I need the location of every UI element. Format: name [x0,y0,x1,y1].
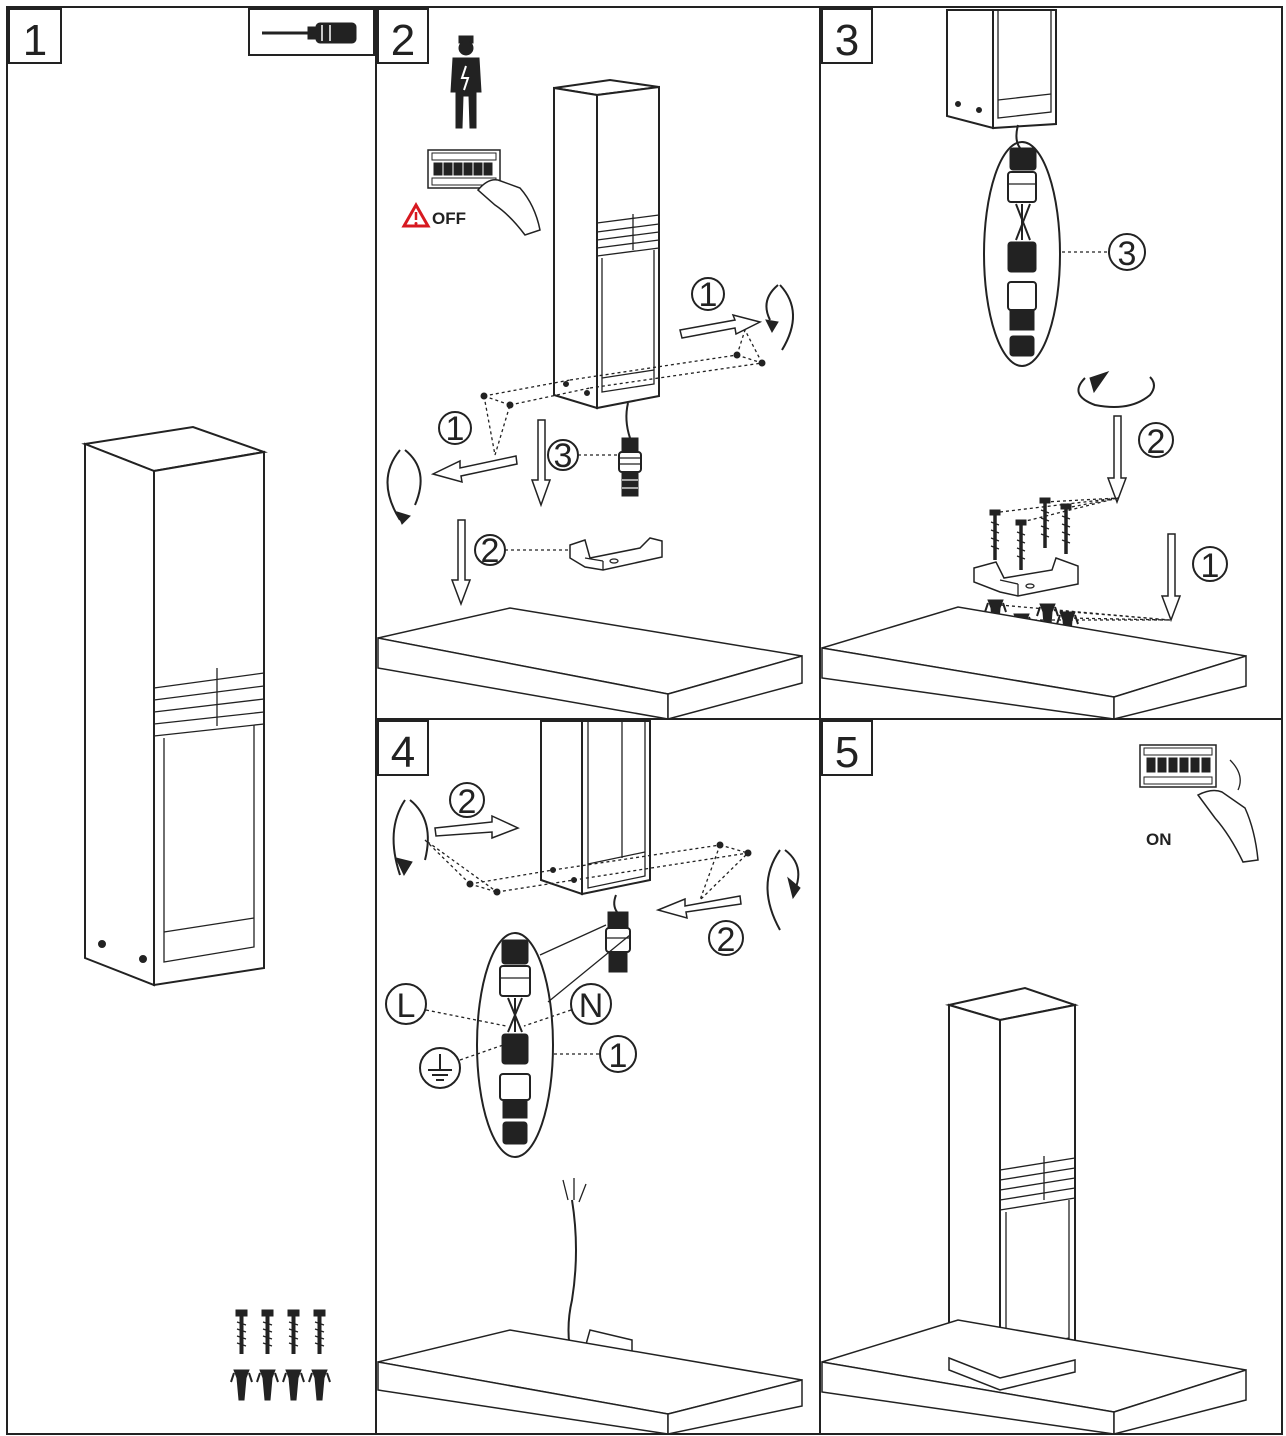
bracket-screws [989,497,1119,570]
warning-off-label: OFF [432,209,466,228]
svg-text:3: 3 [554,437,573,475]
lamp-post [81,425,268,987]
ground-surface-panel4 [377,1329,803,1435]
screw-paths-panel4 [424,839,752,901]
arrow-down-plugs [1160,533,1182,623]
mounting-bracket [569,537,663,571]
callout-1-panel4: 1 [554,1035,637,1075]
panel-frames [6,6,1283,1435]
step-1-number: 1 [8,8,62,65]
label-neutral: N [523,983,612,1027]
rotate-arrow-right [765,284,794,351]
label-live: L [385,983,507,1027]
svg-text:1: 1 [23,16,47,65]
svg-text:1: 1 [446,410,465,448]
callout-2a: 2 [449,782,485,821]
svg-text:L: L [397,987,416,1025]
lamp-post-install [540,720,651,896]
svg-text:1: 1 [1201,547,1220,585]
rotate-arrow-right-panel4 [766,849,801,931]
lamp-post-installed [945,986,1079,1380]
callout-2b: 2 [708,920,744,959]
svg-text:2: 2 [391,16,415,65]
connector-zoom [983,124,1061,367]
arrow-screw-left-panel4 [655,895,742,920]
screwdriver-icon [248,8,375,56]
ground-surface [377,607,803,720]
lamp-post-removed [553,78,660,410]
cable-connector-panel4 [539,894,631,1003]
arrow-screw-right-panel4 [434,814,520,840]
ground-surface-panel3 [821,606,1247,720]
step-5-number: 5 [821,720,873,777]
circuit-breaker-on-icon [1139,744,1259,863]
ground-symbol-icon [419,1043,507,1089]
step-4-number: 4 [377,720,429,777]
svg-text:N: N [579,987,604,1025]
rotate-arrow-top [1077,371,1155,408]
svg-text:4: 4 [391,728,415,777]
warning-triangle-icon [401,201,431,228]
svg-text:1: 1 [699,276,718,314]
lamp-post-base [946,9,1057,130]
post-footing-panel5 [948,1356,1076,1391]
callout-2: 2 [474,532,568,570]
rotate-arrow-left-panel4 [392,799,429,877]
electrician-icon [450,35,482,129]
svg-text:2: 2 [717,921,736,959]
svg-text:2: 2 [481,532,500,570]
cable-connector [618,402,642,497]
supply-cable [562,1178,587,1361]
arrow-unscrew-right [679,313,763,339]
callout-1-panel3: 1 [1192,546,1228,585]
svg-text:3: 3 [1118,235,1137,273]
mounting-bracket-panel3 [973,557,1079,597]
callout-1a: 1 [691,276,725,314]
arrow-unscrew-left [430,455,518,484]
callout-3-panel3: 3 [1062,233,1146,273]
wall-plug-set [230,1369,331,1401]
rotate-arrow-left [386,449,422,525]
arrow-down-bracket [450,519,472,607]
step-3-number: 3 [821,8,873,65]
circuit-breaker-icon [427,149,541,236]
svg-text:2: 2 [458,783,477,821]
callout-1b: 1 [438,410,472,448]
wiring-zoom [476,932,554,1158]
callout-2-panel3: 2 [1138,422,1174,461]
svg-text:1: 1 [609,1037,628,1075]
arrow-down-post [1106,415,1128,505]
switch-on-label: ON [1146,830,1172,849]
callout-3: 3 [547,437,618,475]
ground-surface-panel5 [821,1319,1247,1435]
svg-text:2: 2 [1147,423,1166,461]
screw-set [235,1309,326,1354]
arrow-down-lift [530,419,552,508]
step-2-number: 2 [377,8,429,65]
svg-text:5: 5 [835,728,859,777]
svg-text:3: 3 [835,16,859,65]
